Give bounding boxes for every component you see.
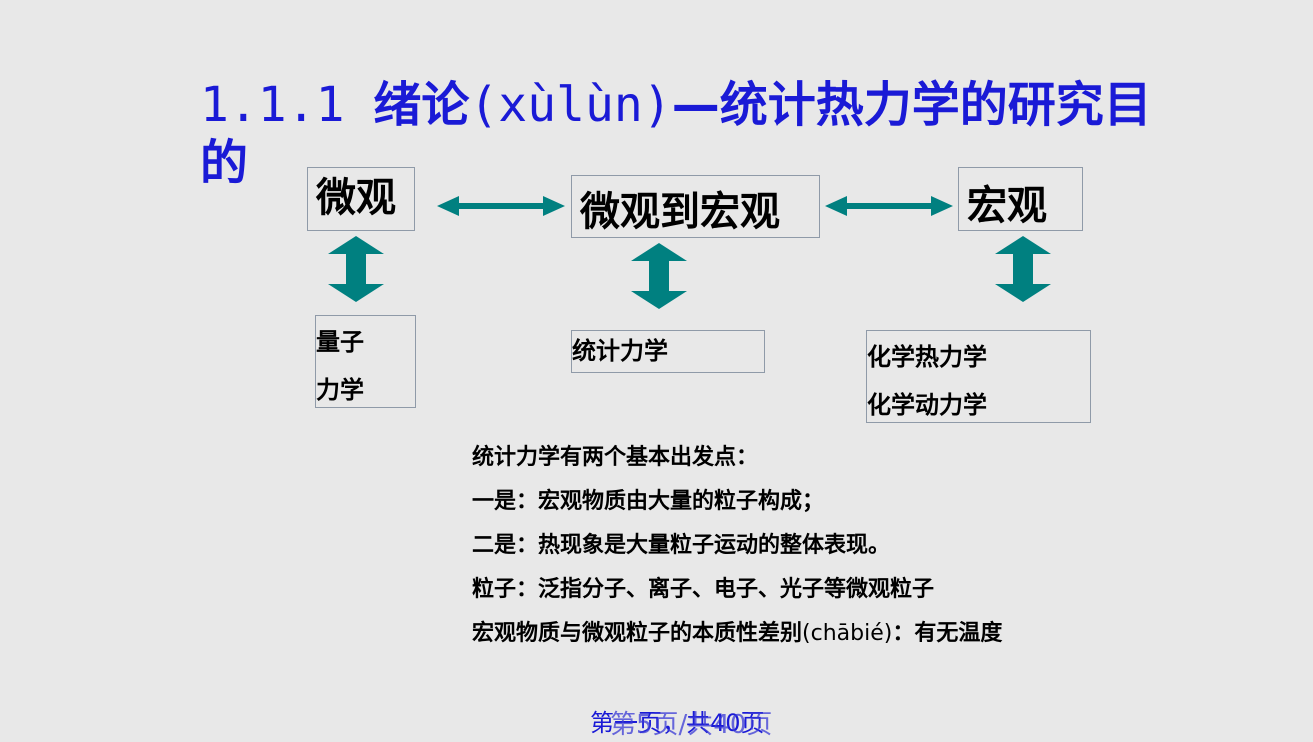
chem-line-2: 化学动力学 [867, 391, 987, 419]
title-pinyin: (xùlùn) [469, 77, 672, 133]
macro-label: 宏观 [967, 183, 1047, 229]
statistical-mechanics-box: 统计力学 [571, 330, 765, 373]
title-text-1: 绪论 [373, 77, 470, 133]
chem-line-1: 化学热力学 [867, 343, 987, 371]
double-arrow-horizontal-icon [437, 196, 565, 216]
statistical-line-1: 统计力学 [572, 337, 668, 365]
point-line: 二是：热现象是大量粒子运动的整体表现。 [472, 533, 891, 558]
micro-label: 微观 [316, 175, 396, 221]
quantum-mechanics-box: 量子 力学 [315, 315, 416, 408]
slide-title: 1.1.1 绪论(xùlùn)—统计热力学的研究目的 [200, 76, 1160, 192]
page-number-ghost: 第5页/共40页 [610, 710, 773, 740]
last-point-pinyin: (chābié) [802, 621, 893, 646]
title-text-2: —统计热力学的研究目的 [200, 77, 1152, 191]
key-points: 统计力学有两个基本出发点： 一是：宏观物质由大量的粒子构成； 二是：热现象是大量… [472, 436, 1172, 656]
page-number: 第一页，共40页 [590, 709, 765, 737]
point-line: 粒子：泛指分子、离子、电子、光子等微观粒子 [472, 577, 935, 602]
double-arrow-vertical-icon [631, 243, 687, 309]
point-line-last: 宏观物质与微观粒子的本质性差别(chābié)：有无温度 [472, 612, 1172, 656]
chemical-thermo-kinetics-box: 化学热力学 化学动力学 [866, 330, 1091, 423]
title-number: 1.1.1 [200, 77, 374, 133]
double-arrow-horizontal-icon [825, 196, 953, 216]
page-footer: 第一页，共40页 第5页/共40页 [590, 706, 772, 740]
quantum-line-2: 力学 [316, 376, 364, 404]
last-point-text-2: ：有无温度 [892, 621, 1003, 646]
point-line: 统计力学有两个基本出发点： [472, 445, 759, 470]
double-arrow-vertical-icon [328, 236, 384, 302]
macro-box: 宏观 [958, 167, 1083, 231]
micro-to-macro-box: 微观到宏观 [571, 175, 820, 238]
quantum-line-1: 量子 [316, 328, 364, 356]
point-line: 一是：宏观物质由大量的粒子构成； [472, 489, 825, 514]
last-point-text-1: 宏观物质与微观粒子的本质性差别 [472, 621, 803, 646]
double-arrow-vertical-icon [995, 236, 1051, 302]
micro-to-macro-label: 微观到宏观 [580, 189, 780, 235]
micro-box: 微观 [307, 167, 415, 231]
